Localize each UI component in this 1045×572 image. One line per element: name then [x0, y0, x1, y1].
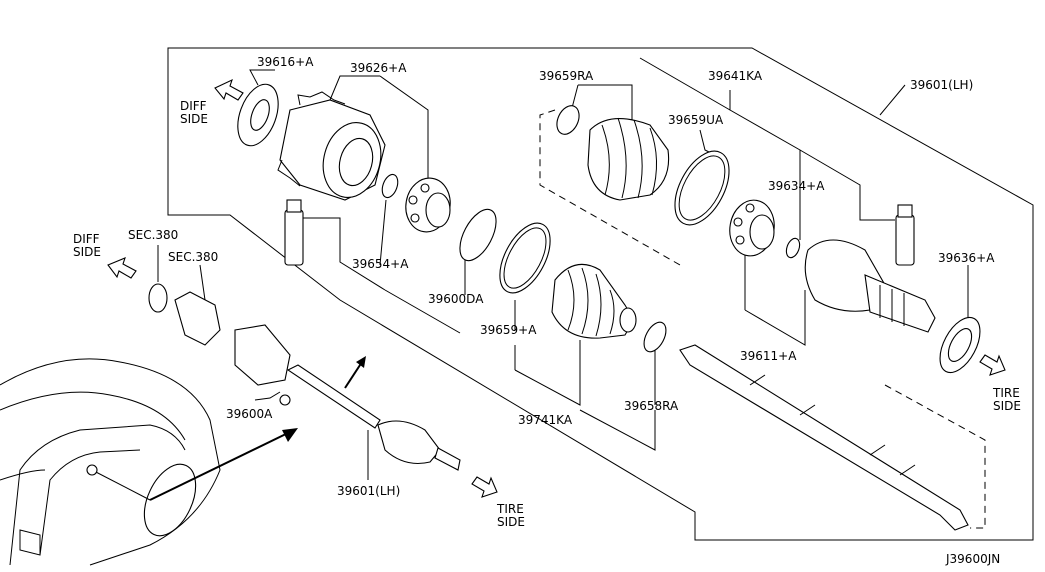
- label-39616a: 39616+A: [257, 55, 314, 69]
- part-39626a-housing: [277, 91, 386, 201]
- diff-side-left-line2: SIDE: [73, 245, 101, 259]
- guide-dash-lower: [884, 384, 986, 529]
- callout-labels: 39616+A 39626+A 39659RA 39641KA 39601(LH…: [128, 55, 995, 498]
- diff-side-arrow-left: [107, 257, 137, 279]
- part-39600da-ring: [459, 208, 497, 262]
- tire-side-arrow-right: [979, 354, 1006, 376]
- tire-side-arrow-bottom: [471, 476, 498, 498]
- label-sec380-b: SEC.380: [168, 250, 218, 264]
- direction-arrow-up: [344, 356, 366, 389]
- part-39634a-spider: [729, 199, 775, 257]
- diff-side-top-line1: DIFF: [180, 99, 207, 113]
- part-39659ra-clip: [556, 105, 580, 135]
- part-39654a-clip: [381, 173, 399, 199]
- direction-labels: DIFF SIDE DIFF SIDE TIRE SIDE TIRE SIDE: [73, 99, 1021, 529]
- label-39659ua: 39659UA: [668, 113, 724, 127]
- small-clip-right: [785, 237, 801, 259]
- joint-spider-upper: [405, 177, 451, 233]
- label-39634a: 39634+A: [768, 179, 825, 193]
- diagram-id: J39600JN: [945, 552, 1000, 566]
- label-39600da: 39600DA: [428, 292, 484, 306]
- part-39658ra-clip: [643, 321, 667, 353]
- part-39641ka-boot: [587, 117, 670, 201]
- label-39600a: 39600A: [226, 407, 273, 421]
- part-39611a-outer-joint: [804, 239, 936, 333]
- label-39601lh-bottom: 39601(LH): [337, 484, 400, 498]
- grease-tube-right: [895, 204, 915, 266]
- label-39611a: 39611+A: [740, 349, 797, 363]
- label-39658ra: 39658RA: [624, 399, 679, 413]
- part-39741ka-boot: [551, 263, 637, 339]
- label-39659ra: 39659RA: [539, 69, 594, 83]
- pointer-arrow: [149, 428, 298, 501]
- tire-side-right-line1: TIRE: [992, 386, 1020, 400]
- diff-side-arrow-top: [214, 78, 244, 101]
- assembled-shaft-lower: [148, 283, 461, 471]
- diff-side-top-line2: SIDE: [180, 112, 208, 126]
- guide-dash-upper: [539, 109, 681, 266]
- assembly-frame: [167, 47, 1034, 541]
- label-39636a: 39636+A: [938, 251, 995, 265]
- label-39626a: 39626+A: [350, 61, 407, 75]
- tire-side-bottom-line2: SIDE: [497, 515, 525, 529]
- wheel-hub: [143, 463, 197, 537]
- vehicle-outline: [0, 358, 221, 566]
- part-39636a-seal: [939, 316, 981, 374]
- part-39616a-seal: [237, 83, 279, 147]
- label-39659a: 39659+A: [480, 323, 537, 337]
- tire-side-right-line2: SIDE: [993, 399, 1021, 413]
- part-39659ua-band: [674, 150, 730, 226]
- center-shaft: [679, 344, 969, 531]
- label-39641ka: 39641KA: [708, 69, 763, 83]
- diff-side-left-line1: DIFF: [73, 232, 100, 246]
- grease-tube-left: [284, 199, 304, 266]
- leader-lines: [157, 57, 969, 480]
- label-39741ka: 39741KA: [518, 413, 573, 427]
- part-39659a-band: [499, 222, 551, 294]
- label-39601lh-top: 39601(LH): [910, 78, 973, 92]
- tire-side-bottom-line1: TIRE: [496, 502, 524, 516]
- label-39654a: 39654+A: [352, 257, 409, 271]
- label-sec380-a: SEC.380: [128, 228, 178, 242]
